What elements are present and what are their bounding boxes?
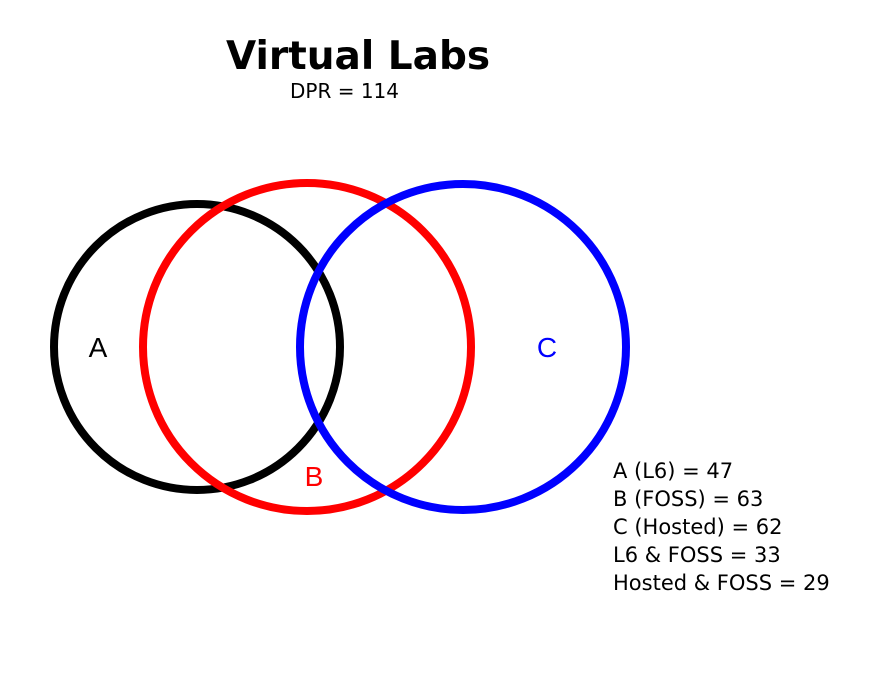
- legend-item-b: B (FOSS) = 63: [613, 487, 764, 511]
- legend-item-c: C (Hosted) = 62: [613, 515, 783, 539]
- legend: A (L6) = 47 B (FOSS) = 63 C (Hosted) = 6…: [613, 457, 830, 597]
- diagram-subtitle: DPR = 114: [290, 79, 400, 103]
- circle-a: [50, 200, 344, 494]
- label-b: B: [305, 461, 324, 492]
- legend-item-a: A (L6) = 47: [613, 459, 734, 483]
- circle-c: [296, 180, 630, 514]
- label-a: A: [89, 332, 108, 363]
- legend-item-hosted-foss: Hosted & FOSS = 29: [613, 571, 830, 595]
- circle-b: [139, 179, 475, 515]
- label-c: C: [537, 332, 557, 363]
- diagram-title: Virtual Labs: [226, 34, 491, 79]
- legend-item-l6-foss: L6 & FOSS = 33: [613, 543, 781, 567]
